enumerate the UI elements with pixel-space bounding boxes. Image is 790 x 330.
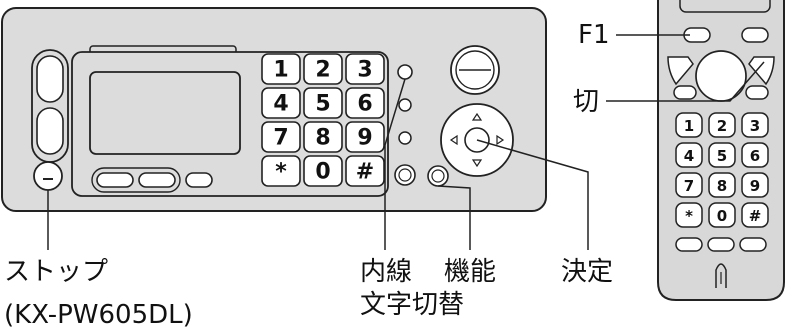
nav-down-arrow-icon xyxy=(471,159,483,168)
nav-up-arrow-icon xyxy=(471,112,483,121)
handset-keypad-key-label: 2 xyxy=(717,117,727,135)
nav-left-arrow-icon xyxy=(449,134,458,146)
handset-keypad-key[interactable] xyxy=(708,202,736,228)
off-button[interactable] xyxy=(748,56,775,86)
function-label: 機能 xyxy=(444,257,497,287)
handset-keypad-key-label: 3 xyxy=(750,117,760,135)
base-keypad: 1 2 3 4 5 6 7 8 9 * 0 # xyxy=(261,53,385,187)
off-label: 切 xyxy=(573,87,600,117)
handset-left-softkey[interactable] xyxy=(667,56,694,86)
base-side-button-2[interactable] xyxy=(398,98,412,112)
leader-lines xyxy=(47,34,765,250)
handset-keypad-key[interactable] xyxy=(741,172,769,198)
base-keypad-key[interactable] xyxy=(303,121,343,153)
base-keypad-key[interactable] xyxy=(261,121,301,153)
handset-keypad-key-label: 6 xyxy=(750,147,760,165)
handset-keypad: 1 2 3 4 5 6 7 8 9 * 0 # xyxy=(675,112,769,228)
handset-lower-right-button[interactable] xyxy=(745,85,769,100)
char-switch-label: 文字切替 xyxy=(360,290,465,320)
handset-microphone xyxy=(715,263,727,288)
handset-keypad-key-label: 0 xyxy=(717,207,727,225)
lcd-display xyxy=(89,71,241,155)
base-unit: 1 2 3 4 5 6 7 8 9 * 0 # xyxy=(1,7,547,212)
off-leader-line xyxy=(606,61,765,102)
handset-nav-button[interactable] xyxy=(695,50,747,102)
handset-bottom-button-3[interactable] xyxy=(739,237,767,252)
base-pill-group-frame xyxy=(91,167,181,193)
base-left-bottom-button[interactable] xyxy=(36,107,64,155)
base-keypad-key-label: * xyxy=(275,160,287,185)
handset-keypad-key-label: # xyxy=(749,207,762,225)
intercom-label: 内線 xyxy=(360,257,413,287)
handset-keypad-key[interactable] xyxy=(741,202,769,228)
base-keypad-key[interactable] xyxy=(303,155,343,187)
stop-button[interactable] xyxy=(33,161,63,191)
function-button[interactable] xyxy=(427,165,449,187)
handset-keypad-key[interactable] xyxy=(675,142,703,168)
handset-bottom-button-1[interactable] xyxy=(675,237,703,252)
handset-lower-left-button[interactable] xyxy=(673,85,697,100)
intercom-leader-line xyxy=(384,78,406,250)
base-keypad-key-label: 7 xyxy=(273,126,288,151)
base-keypad-key[interactable] xyxy=(261,155,301,187)
base-keypad-key-label: 0 xyxy=(315,160,330,185)
handset-keypad-key[interactable] xyxy=(675,202,703,228)
base-keypad-key-label: 3 xyxy=(357,58,372,83)
base-keypad-key[interactable] xyxy=(345,121,385,153)
handset-keypad-key[interactable] xyxy=(708,112,736,138)
base-keypad-key-label: 2 xyxy=(315,58,330,83)
base-pill-button-3[interactable] xyxy=(185,172,213,188)
base-keypad-key[interactable] xyxy=(345,87,385,119)
handset-keypad-key-label: * xyxy=(685,207,693,225)
stop-label: ストップ xyxy=(4,257,109,287)
model-label: (KX-PW605DL) xyxy=(4,300,193,330)
handset-keypad-key-label: 8 xyxy=(717,177,727,195)
char-switch-button-ring xyxy=(398,168,412,182)
base-keypad-key-label: # xyxy=(356,160,374,185)
handset-keypad-key-label: 7 xyxy=(684,177,694,195)
base-keypad-key-label: 9 xyxy=(357,126,372,151)
base-keypad-key-label: 4 xyxy=(273,92,288,117)
base-keypad-key[interactable] xyxy=(261,87,301,119)
handset-top-slot xyxy=(679,0,771,13)
intercom-button[interactable] xyxy=(397,64,413,80)
base-keypad-key-label: 6 xyxy=(357,92,372,117)
function-button-ring xyxy=(431,169,445,183)
base-keypad-key-label: 1 xyxy=(273,58,288,83)
handset-keypad-key-label: 9 xyxy=(750,177,760,195)
base-keypad-key[interactable] xyxy=(261,53,301,85)
base-pill-button-1[interactable] xyxy=(96,172,134,188)
base-keypad-key-label: 8 xyxy=(315,126,330,151)
handset-keypad-key-label: 1 xyxy=(684,117,694,135)
handset-keypad-key-label: 5 xyxy=(717,147,727,165)
enter-label: 決定 xyxy=(561,257,614,287)
handset-keypad-key[interactable] xyxy=(708,142,736,168)
handset-keypad-key[interactable] xyxy=(708,172,736,198)
handset-top-right-button[interactable] xyxy=(741,27,769,43)
handset-keypad-key[interactable] xyxy=(675,172,703,198)
handset-keypad-key[interactable] xyxy=(675,112,703,138)
handset-bottom-button-2[interactable] xyxy=(707,237,735,252)
base-large-round-button-ring xyxy=(455,50,495,90)
nav-right-arrow-icon xyxy=(496,134,505,146)
f1-label: F1 xyxy=(578,20,610,50)
enter-leader-line xyxy=(476,139,589,250)
char-switch-button[interactable] xyxy=(394,164,416,186)
base-pill-button-2[interactable] xyxy=(138,172,176,188)
base-keypad-key[interactable] xyxy=(345,53,385,85)
function-leader-line xyxy=(437,185,471,250)
base-keypad-key-label: 5 xyxy=(315,92,330,117)
handset: 1 2 3 4 5 6 7 8 9 * 0 # xyxy=(657,0,785,301)
handset-keypad-key[interactable] xyxy=(741,112,769,138)
base-left-top-button[interactable] xyxy=(36,55,64,103)
base-keypad-key[interactable] xyxy=(303,53,343,85)
base-side-button-3[interactable] xyxy=(398,131,412,145)
handset-keypad-key-label: 4 xyxy=(684,147,694,165)
base-keypad-key[interactable] xyxy=(303,87,343,119)
handset-keypad-key[interactable] xyxy=(741,142,769,168)
base-keypad-key[interactable] xyxy=(345,155,385,187)
